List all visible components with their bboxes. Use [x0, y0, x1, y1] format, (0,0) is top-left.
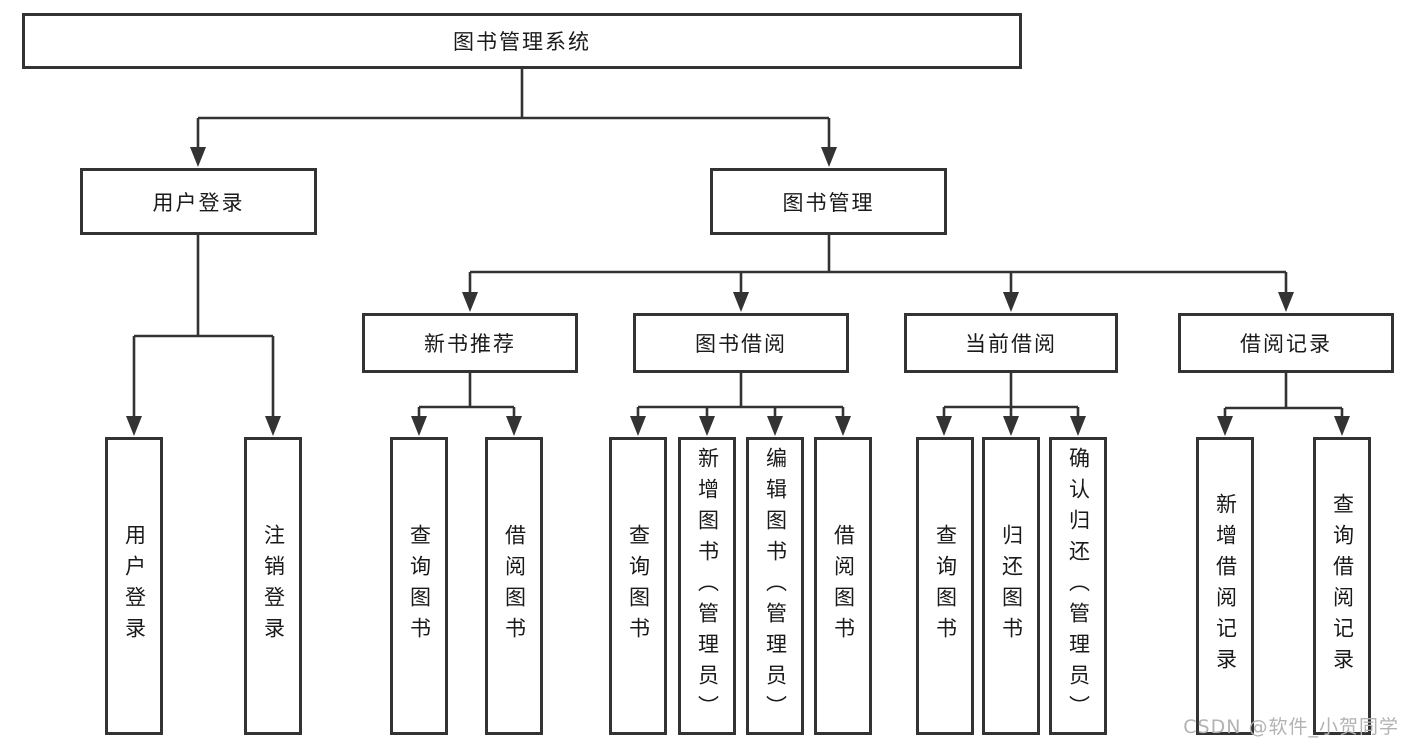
node-user-login: 用户登录 — [105, 437, 163, 735]
node-label: 借阅图书 — [502, 524, 527, 648]
csdn-watermark: CSDN @软件_小贺同学 — [1183, 716, 1399, 738]
node-label: 图书借阅 — [695, 332, 787, 356]
node-label: 新书推荐 — [424, 332, 516, 356]
node-borrow-records: 借阅记录 — [1178, 313, 1394, 373]
node-add-borrow-record: 新增借阅记录 — [1196, 437, 1254, 735]
node-label: 当前借阅 — [965, 332, 1057, 356]
node-book-management: 图书管理 — [710, 168, 947, 235]
node-add-book-admin: 新增图书（管理员） — [678, 437, 736, 735]
node-label: 查询图书 — [626, 524, 651, 648]
node-edit-book-admin: 编辑图书（管理员） — [746, 437, 804, 735]
node-book-borrowing: 图书借阅 — [633, 313, 849, 373]
node-query-books-borrow: 查询图书 — [609, 437, 667, 735]
node-label: 新增图书（管理员） — [695, 446, 720, 726]
node-label: 注销登录 — [261, 524, 286, 648]
node-label: 借阅记录 — [1240, 332, 1332, 356]
node-label: 查询图书 — [933, 524, 958, 648]
node-current-borrowing: 当前借阅 — [904, 313, 1118, 373]
node-label: 查询借阅记录 — [1330, 493, 1355, 679]
node-label: 用户登录 — [122, 524, 147, 648]
node-query-books-current: 查询图书 — [916, 437, 974, 735]
node-query-books-recommend: 查询图书 — [390, 437, 448, 735]
node-label: 借阅图书 — [831, 524, 856, 648]
node-label: 编辑图书（管理员） — [763, 446, 788, 726]
node-return-books: 归还图书 — [982, 437, 1040, 735]
node-borrow-books-recommend: 借阅图书 — [485, 437, 543, 735]
node-label: 图书管理系统 — [453, 30, 591, 54]
node-query-borrow-record: 查询借阅记录 — [1313, 437, 1371, 735]
node-library-management-system: 图书管理系统 — [22, 13, 1022, 69]
node-user-login-group: 用户登录 — [80, 168, 317, 235]
node-label: 新增借阅记录 — [1213, 493, 1238, 679]
node-label: 查询图书 — [407, 524, 432, 648]
node-confirm-return-admin: 确认归还（管理员） — [1049, 437, 1107, 735]
node-label: 用户登录 — [152, 190, 245, 215]
node-borrow-books-borrow: 借阅图书 — [814, 437, 872, 735]
node-new-book-recommend: 新书推荐 — [362, 313, 578, 373]
node-logout: 注销登录 — [244, 437, 302, 735]
node-label: 确认归还（管理员） — [1066, 446, 1091, 726]
node-label: 图书管理 — [782, 190, 875, 215]
node-label: 归还图书 — [999, 524, 1024, 648]
